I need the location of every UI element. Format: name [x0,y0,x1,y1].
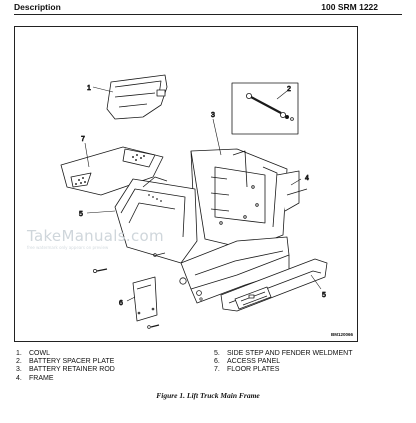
legend-item: 6.ACCESS PANEL [214,358,281,366]
callout-7: 7 [81,136,85,143]
callout-2: 2 [287,86,291,93]
figure-code: BM120066 [330,332,353,337]
watermark-logo: TakeManuals.com [27,227,164,245]
legend-column-2: 5.SIDE STEP AND FENDER WELDMENT 6.ACCESS… [214,350,353,375]
figure-caption: Figure 1. Lift Truck Main Frame [156,391,260,400]
main-frame-part [190,148,308,250]
legend-item: 3.BATTERY RETAINER ROD [16,366,115,374]
callout-5-right: 5 [322,292,326,299]
spacer-plate-detail [231,82,299,135]
callout-3: 3 [211,112,215,119]
cowl-part [106,74,168,120]
legend-item: 2.BATTERY SPACER PLATE [16,358,115,366]
legend-item: 7.FLOOR PLATES [214,366,280,374]
lower-frame-part [179,236,290,304]
callout-4: 4 [305,175,309,182]
legend-item: 1.COWL [16,350,50,357]
legend-item: 5.SIDE STEP AND FENDER WELDMENT [214,350,353,357]
legend-item: 4.FRAME [16,374,54,382]
floor-plates-part [60,146,164,196]
side-step-weldment-part [220,258,328,312]
legend-column-1: 1.COWL 2.BATTERY SPACER PLATE 3.BATTERY … [16,350,115,383]
callout-1: 1 [87,85,91,92]
header-divider [14,14,402,15]
exploded-view-figure: 1 2 3 4 5 5 6 7 TakeManuals.com free wat… [14,26,358,342]
side-frame-panel [114,176,198,264]
leader-lines [84,86,322,302]
document-code: 100 SRM 1222 [321,2,378,12]
callout-5-left: 5 [79,211,83,218]
access-panel-part [132,276,158,322]
fasteners [93,252,203,329]
callout-6: 6 [119,300,123,307]
frame-illustration: 1 2 3 4 5 5 6 7 [60,74,328,329]
watermark-note: free watermark only appears on preview [27,245,109,250]
section-title: Description [14,2,61,12]
